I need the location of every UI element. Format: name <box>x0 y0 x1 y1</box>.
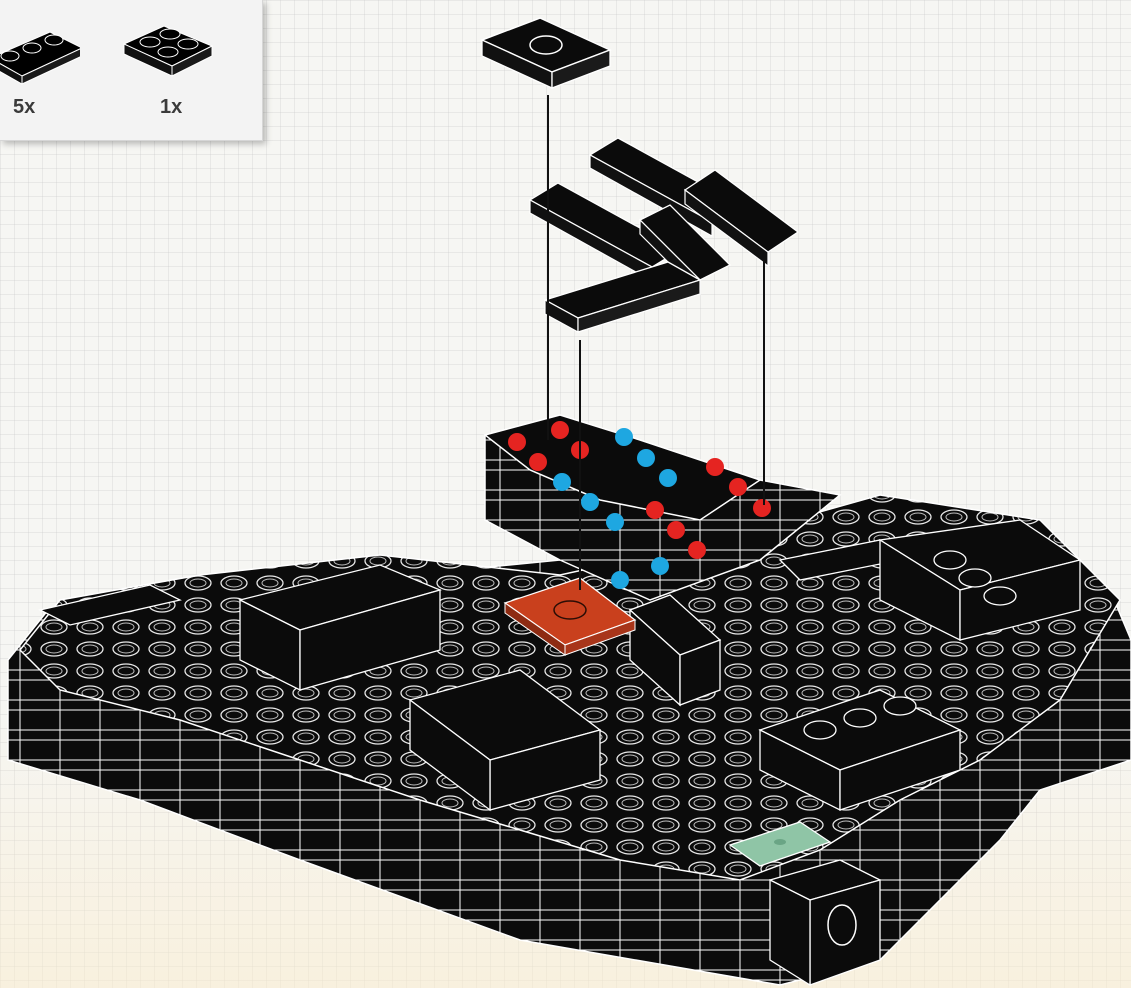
floating-1x4-plate <box>545 262 700 332</box>
floating-2x2-plate <box>482 18 610 88</box>
base-model <box>8 495 1131 985</box>
